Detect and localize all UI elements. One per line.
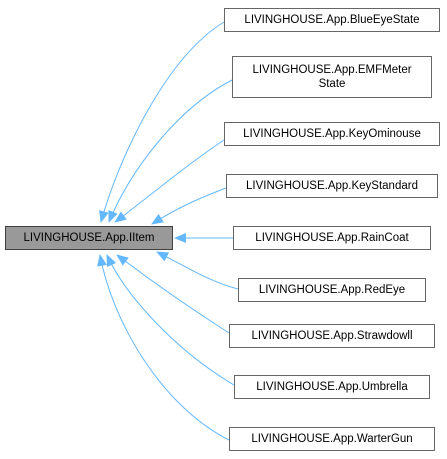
edge-keyominouse (114, 139, 225, 223)
derived-class-node-keystandard[interactable]: LIVINGHOUSE.App.KeyStandard (226, 174, 438, 198)
derived-class-node-blueeyestate[interactable]: LIVINGHOUSE.App.BlueEyeState (224, 8, 440, 32)
derived-class-node-strawdowll[interactable]: LIVINGHOUSE.App.Strawdowll (229, 324, 435, 348)
edge-emfmeterstate (108, 79, 233, 223)
derived-class-node-emfmeterstate[interactable]: LIVINGHOUSE.App.EMFMeter State (232, 56, 432, 98)
derived-class-node-raincoat[interactable]: LIVINGHOUSE.App.RainCoat (233, 226, 431, 250)
derived-class-node-wartergun[interactable]: LIVINGHOUSE.App.WarterGun (229, 427, 435, 451)
base-class-node[interactable]: LIVINGHOUSE.App.IItem (5, 226, 173, 250)
edge-umbrella (106, 254, 235, 386)
edge-strawdowll (116, 254, 230, 334)
derived-class-node-redeye[interactable]: LIVINGHOUSE.App.RedEye (238, 278, 426, 302)
edge-redeye (156, 251, 239, 290)
edge-blueeyestate (99, 21, 225, 223)
derived-class-node-keyominouse[interactable]: LIVINGHOUSE.App.KeyOminouse (224, 122, 440, 146)
derived-class-node-umbrella[interactable]: LIVINGHOUSE.App.Umbrella (234, 375, 430, 399)
edge-keystandard (151, 187, 227, 225)
edge-wartergun (97, 254, 230, 441)
